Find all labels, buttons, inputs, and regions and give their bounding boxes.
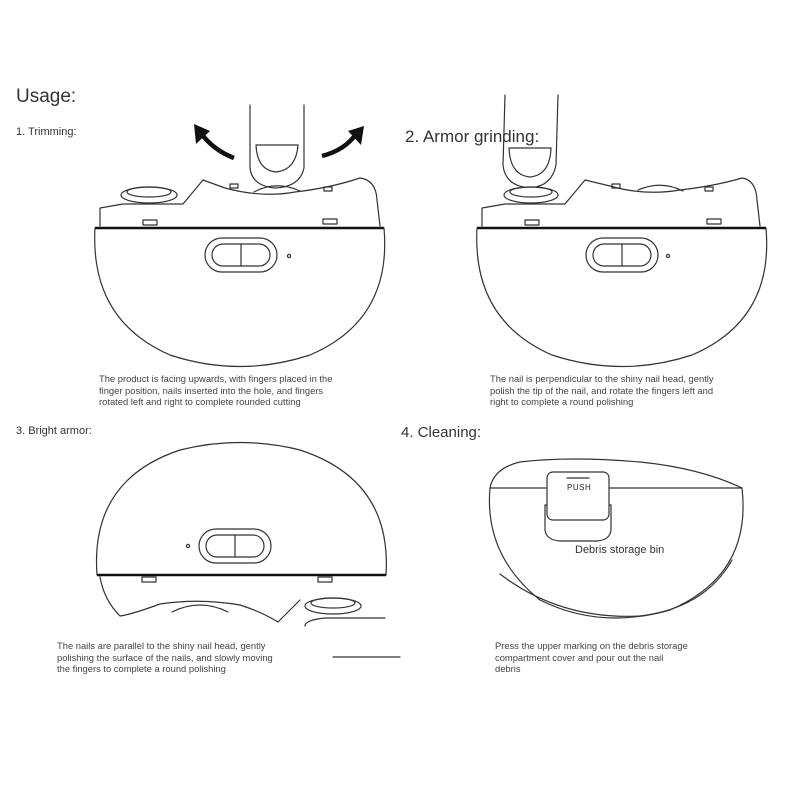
page-title: Usage:	[16, 86, 77, 107]
step-1-label: 1. Trimming:	[16, 126, 77, 138]
bright-armor-illustration	[95, 441, 401, 658]
step-3-label: 3. Bright armor:	[16, 425, 92, 437]
step-3-description: The nails are parallel to the shiny nail…	[57, 640, 273, 675]
cutter-head-icon	[253, 185, 301, 193]
indicator-dot-icon	[286, 253, 292, 259]
device-head-icon	[99, 177, 381, 227]
device-top-icon	[489, 458, 743, 489]
step-2-label: 2. Armor grinding:	[405, 127, 540, 146]
armor-grinding-illustration	[476, 94, 768, 368]
fingernail-icon	[508, 147, 552, 178]
indicator-dot-icon	[185, 543, 191, 549]
push-label: PUSH	[567, 483, 592, 492]
bin-cover-icon	[546, 471, 610, 521]
device-body-icon	[94, 227, 386, 368]
device-head-icon	[481, 177, 761, 227]
finger-icon	[304, 617, 386, 627]
device-body-icon	[476, 227, 768, 368]
switch-icon	[198, 528, 272, 564]
finger-icon	[249, 104, 305, 189]
debris-bin-label: Debris storage bin	[575, 544, 665, 556]
step-2-description: The nail is perpendicular to the shiny n…	[490, 373, 714, 408]
step-4-label: 4. Cleaning:	[401, 424, 482, 441]
cleaning-illustration	[488, 458, 744, 619]
finger-icon	[502, 94, 559, 189]
rotate-right-arrowhead-icon	[348, 126, 364, 145]
fingernail-icon	[255, 144, 299, 173]
step-1-description: The product is facing upwards, with fing…	[99, 373, 333, 408]
device-body-icon	[488, 487, 744, 619]
switch-icon	[204, 237, 278, 273]
step-4-description: Press the upper marking on the debris st…	[495, 640, 688, 675]
device-head-icon	[99, 576, 301, 623]
switch-icon	[585, 237, 659, 273]
rotate-left-arrow-icon	[198, 130, 235, 161]
rotate-left-arrowhead-icon	[194, 124, 210, 144]
device-body-icon	[95, 441, 387, 576]
indicator-dot-icon	[665, 253, 671, 259]
rotate-right-arrow-icon	[321, 132, 358, 159]
trimming-illustration	[94, 104, 386, 368]
